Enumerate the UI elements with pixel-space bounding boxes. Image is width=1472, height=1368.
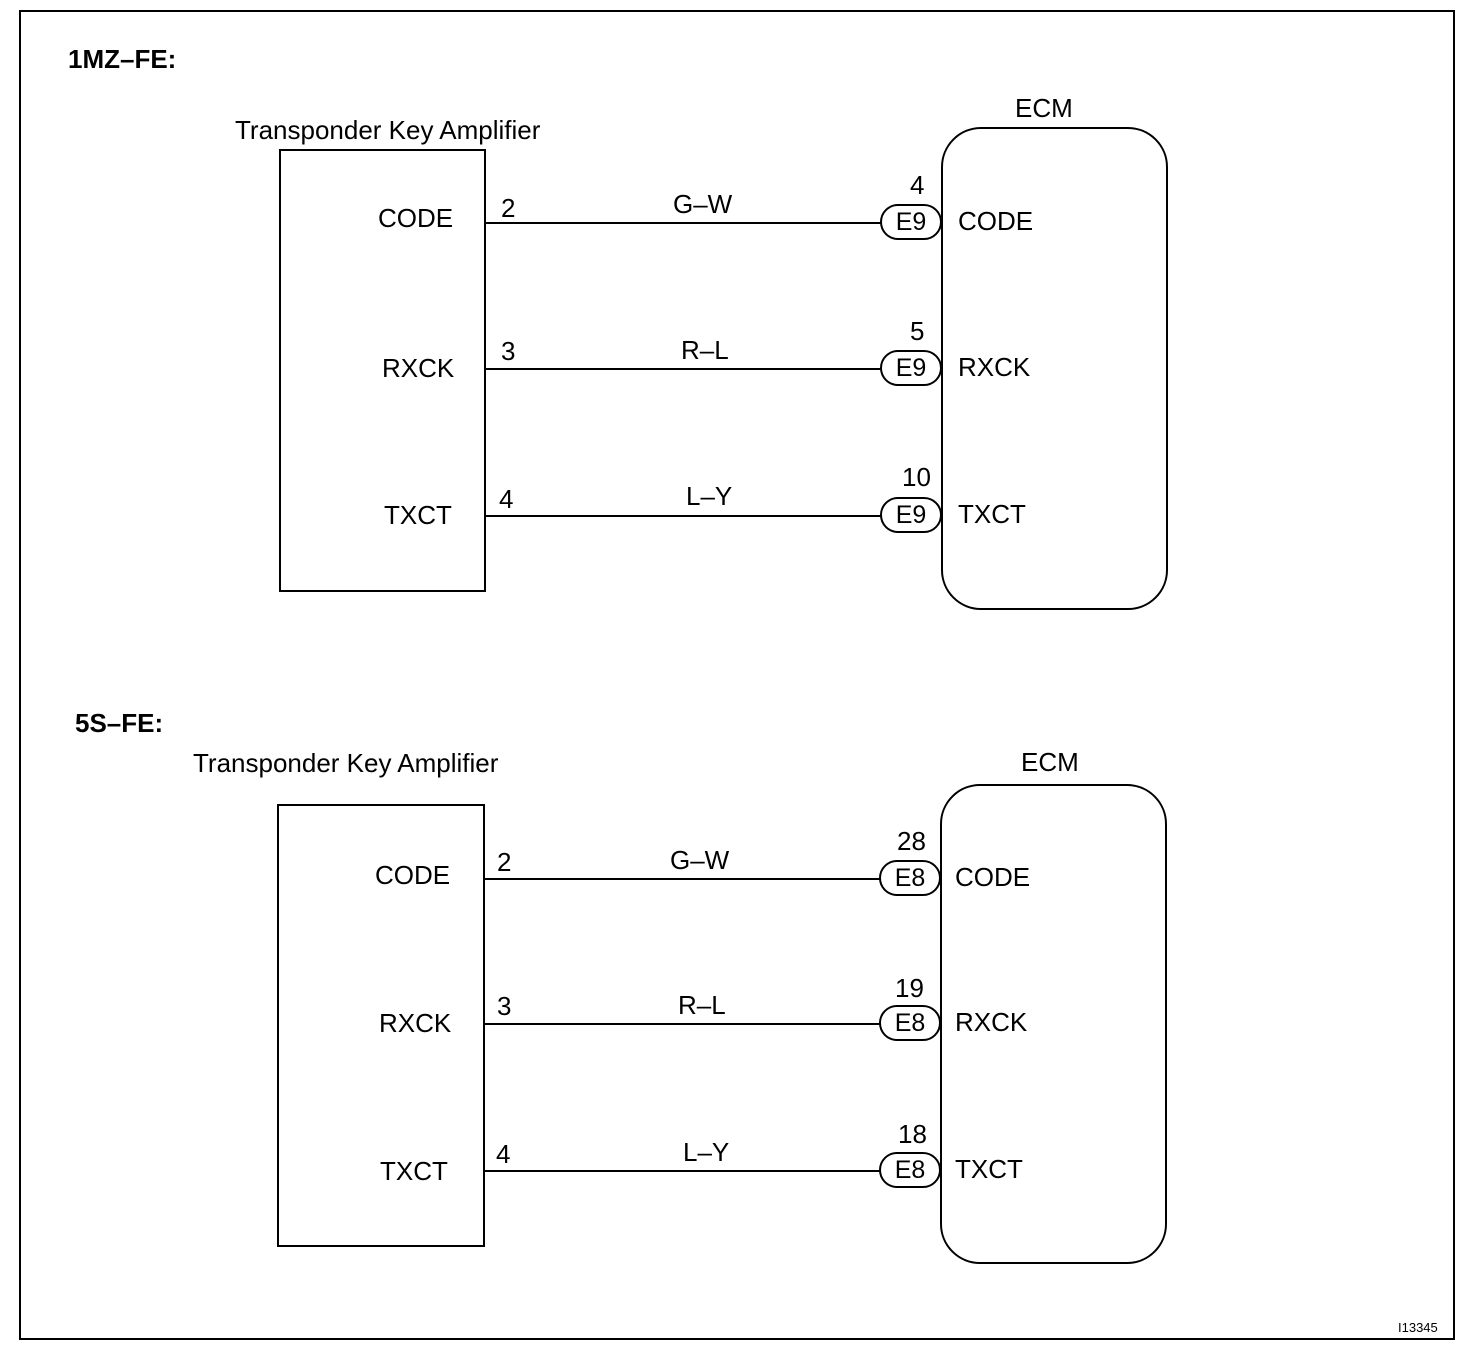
- amplifier-title: Transponder Key Amplifier: [235, 115, 541, 145]
- ecm-pin-number: 10: [902, 462, 931, 492]
- amplifier-title: Transponder Key Amplifier: [193, 748, 499, 778]
- ecm-title: ECM: [1015, 93, 1073, 123]
- connector-badge: E8: [879, 1005, 941, 1041]
- ecm-pin-number: 5: [910, 316, 925, 346]
- ecm-signal-label: CODE: [958, 206, 1034, 236]
- connector-badge: E9: [880, 204, 942, 240]
- amp-signal-label: CODE: [375, 860, 451, 890]
- amp-signal-label: TXCT: [380, 1156, 448, 1186]
- ecm-title: ECM: [1021, 747, 1079, 777]
- ecm-signal-label: TXCT: [958, 499, 1026, 529]
- amp-signal-label: RXCK: [379, 1008, 452, 1038]
- wire-color-label: R–L: [681, 335, 729, 365]
- ecm-pin-number: 18: [898, 1119, 927, 1149]
- wire: [486, 222, 882, 224]
- ecm-box: [940, 784, 1167, 1264]
- wire-color-label: G–W: [673, 189, 733, 219]
- connector-badge: E9: [880, 497, 942, 533]
- diagram-frame: [19, 10, 1455, 1340]
- wire-color-label: R–L: [678, 990, 726, 1020]
- wire-color-label: L–Y: [683, 1137, 730, 1167]
- connector-badge: E9: [880, 350, 942, 386]
- wire: [485, 878, 881, 880]
- wire: [485, 1023, 881, 1025]
- ecm-pin-number: 19: [895, 973, 924, 1003]
- connector-badge: E8: [879, 1152, 941, 1188]
- wire: [485, 1170, 881, 1172]
- amp-signal-label: CODE: [378, 203, 454, 233]
- engine-label: 1MZ–FE:: [68, 44, 177, 74]
- wire-color-label: L–Y: [686, 481, 733, 511]
- engine-label: 5S–FE:: [75, 708, 164, 738]
- amp-signal-label: TXCT: [384, 500, 452, 530]
- ecm-pin-number: 4: [910, 170, 925, 200]
- figure-reference: I13345: [1398, 1320, 1438, 1335]
- connector-badge: E8: [879, 860, 941, 896]
- transponder-key-amplifier-box: [279, 149, 486, 592]
- ecm-signal-label: CODE: [955, 862, 1031, 892]
- amp-pin-number: 4: [499, 484, 514, 514]
- wire: [486, 515, 882, 517]
- amp-pin-number: 3: [497, 991, 512, 1021]
- transponder-key-amplifier-box: [277, 804, 485, 1247]
- amp-signal-label: RXCK: [382, 353, 455, 383]
- wire-color-label: G–W: [670, 845, 730, 875]
- ecm-box: [941, 127, 1168, 610]
- ecm-pin-number: 28: [897, 826, 926, 856]
- amp-pin-number: 4: [496, 1139, 511, 1169]
- ecm-signal-label: RXCK: [955, 1007, 1028, 1037]
- amp-pin-number: 2: [501, 193, 516, 223]
- amp-pin-number: 2: [497, 847, 512, 877]
- amp-pin-number: 3: [501, 336, 516, 366]
- ecm-signal-label: TXCT: [955, 1154, 1023, 1184]
- wire: [486, 368, 882, 370]
- ecm-signal-label: RXCK: [958, 352, 1031, 382]
